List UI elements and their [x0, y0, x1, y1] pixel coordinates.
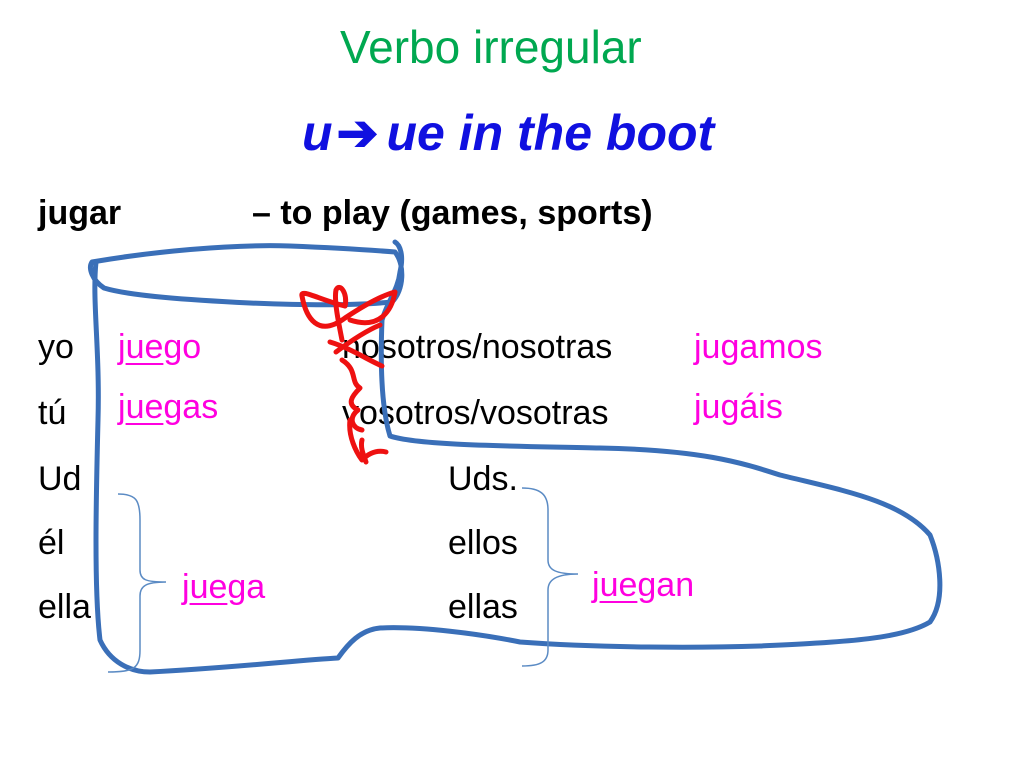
infinitive-verb: jugar [38, 194, 122, 232]
form-yo: juego [118, 328, 202, 366]
pronoun-yo: yo [38, 328, 74, 366]
brace-right [521, 487, 579, 667]
brace-left [107, 493, 167, 673]
pronoun-tu: tú [38, 394, 67, 432]
pronoun-el: él [38, 524, 65, 562]
form-ud-el-ella: juega [182, 568, 266, 606]
form-tu: juegas [118, 388, 219, 426]
infinitive-meaning: – to play (games, sports) [252, 194, 653, 232]
form-nosotros: jugamos [694, 328, 823, 366]
pronoun-nosotros: nosotros/nosotras [342, 328, 613, 366]
boot-collar [88, 243, 405, 308]
pronoun-ellos: ellos [448, 524, 518, 562]
boot-outline [92, 239, 943, 675]
pronoun-uds: Uds. [448, 460, 518, 498]
form-vosotros: jugáis [694, 388, 783, 426]
subtitle-from: u [302, 105, 333, 161]
pronoun-ud: Ud [38, 460, 82, 498]
subtitle-rest: ue in the boot [386, 105, 715, 161]
pronoun-ellas: ellas [448, 588, 518, 626]
form-uds-ellos-ellas: juegan [592, 566, 695, 604]
slide-title: Verbo irregular [340, 21, 642, 73]
right-arrow-icon: ➔ [336, 105, 379, 161]
slide-subtitle: u➔ue in the boot [302, 108, 714, 158]
boot-laces [299, 284, 398, 465]
pronoun-ella: ella [38, 588, 91, 626]
